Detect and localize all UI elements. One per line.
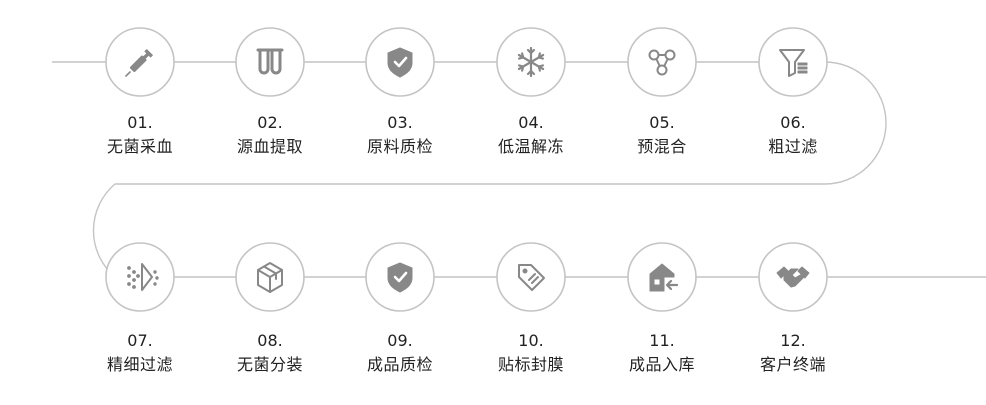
- step-number: 04.: [518, 113, 544, 132]
- step-caption: 03. 原料质检: [345, 112, 455, 160]
- step-label: 无菌分装: [236, 355, 303, 374]
- step-caption: 04. 低温解冻: [476, 112, 586, 160]
- step-node: [365, 27, 435, 97]
- step-circle: [627, 27, 697, 97]
- step-caption: 01. 无菌采血: [85, 112, 195, 160]
- step-number: 07.: [127, 331, 153, 350]
- step-label: 客户终端: [759, 355, 826, 374]
- step-label: 预混合: [637, 137, 687, 156]
- step-node: [235, 242, 305, 312]
- step-node: [105, 242, 175, 312]
- step-number: 09.: [387, 331, 413, 350]
- step-caption: 11. 成品入库: [607, 330, 717, 378]
- step-label: 粗过滤: [768, 137, 818, 156]
- step-label: 低温解冻: [497, 137, 564, 156]
- step-node: [758, 27, 828, 97]
- step-node: [627, 242, 697, 312]
- step-circle: [758, 27, 828, 97]
- step-number: 11.: [649, 331, 675, 350]
- step-node: [496, 242, 566, 312]
- step-node: [365, 242, 435, 312]
- step-caption: 07. 精细过滤: [85, 330, 195, 378]
- step-caption: 06. 粗过滤: [738, 112, 848, 160]
- step-caption: 09. 成品质检: [345, 330, 455, 378]
- step-number: 02.: [257, 113, 283, 132]
- step-label: 成品质检: [366, 355, 433, 374]
- step-label: 无菌采血: [106, 137, 173, 156]
- step-node: [496, 27, 566, 97]
- serpentine-connector: [52, 61, 986, 278]
- step-number: 12.: [780, 331, 806, 350]
- step-label: 成品入库: [628, 355, 695, 374]
- step-caption: 12. 客户终端: [738, 330, 848, 378]
- step-caption: 08. 无菌分装: [215, 330, 325, 378]
- step-circle: [235, 27, 305, 97]
- step-label: 源血提取: [236, 137, 303, 156]
- step-number: 08.: [257, 331, 283, 350]
- step-node: [627, 27, 697, 97]
- step-label: 原料质检: [366, 137, 433, 156]
- step-node: [235, 27, 305, 97]
- step-label: 贴标封膜: [497, 355, 564, 374]
- step-node: [105, 27, 175, 97]
- step-label: 精细过滤: [106, 355, 173, 374]
- step-circle: [105, 242, 175, 312]
- step-number: 01.: [127, 113, 153, 132]
- step-caption: 02. 源血提取: [215, 112, 325, 160]
- step-caption: 05. 预混合: [607, 112, 717, 160]
- step-number: 03.: [387, 113, 413, 132]
- step-number: 10.: [518, 331, 544, 350]
- step-node: [758, 242, 828, 312]
- connector-line: [52, 61, 986, 278]
- step-number: 05.: [649, 113, 675, 132]
- step-number: 06.: [780, 113, 806, 132]
- step-caption: 10. 贴标封膜: [476, 330, 586, 378]
